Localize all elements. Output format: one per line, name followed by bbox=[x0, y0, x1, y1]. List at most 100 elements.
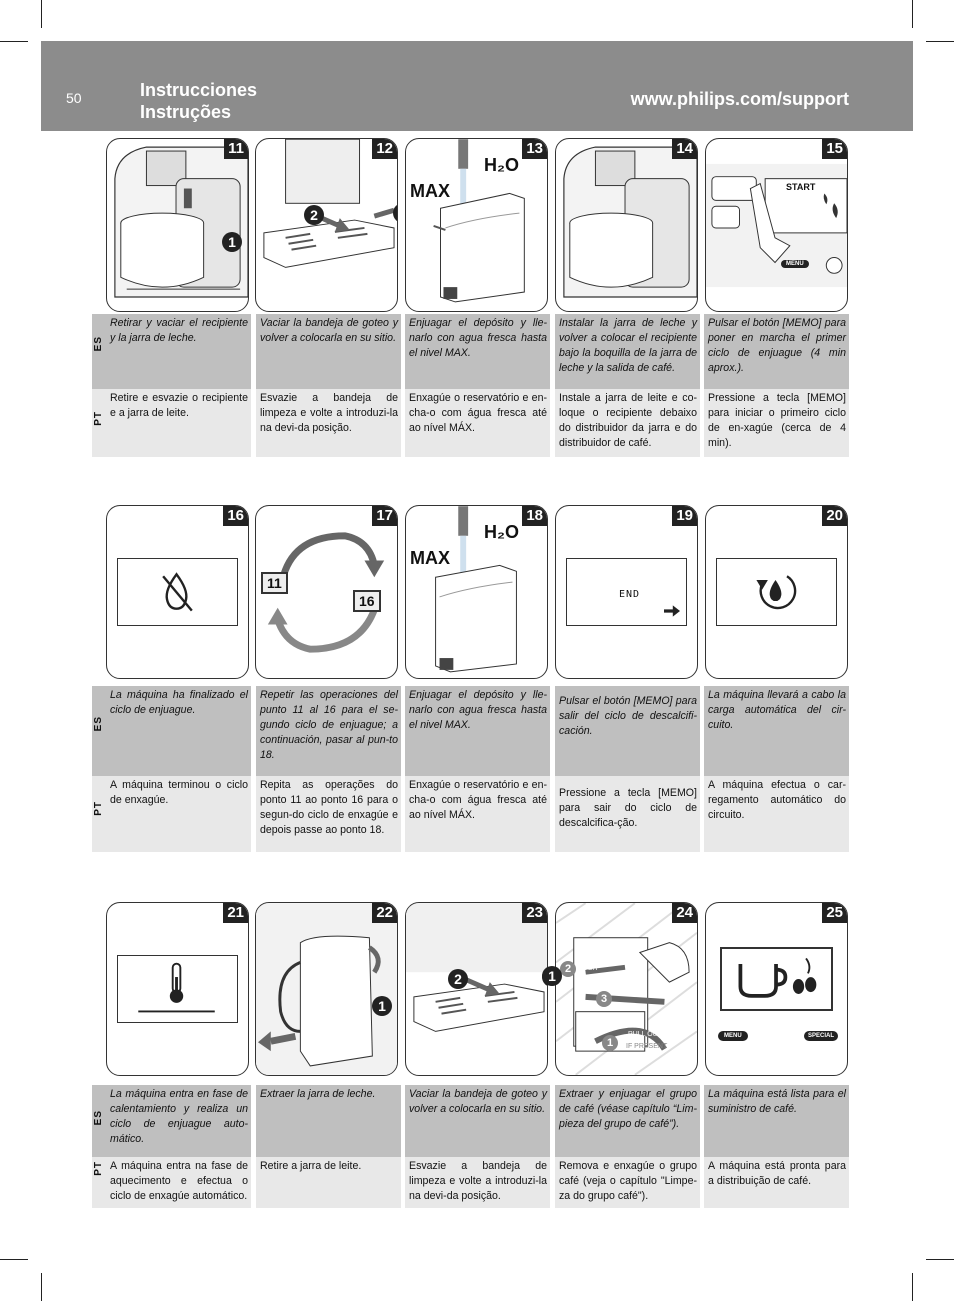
display-screen bbox=[117, 955, 238, 1023]
step-17-pt: Repita as operações do ponto 11 ao ponto… bbox=[256, 776, 401, 852]
callout-1: 1 bbox=[372, 996, 392, 1016]
lang-label-es: ES bbox=[93, 716, 104, 732]
push-label: PUSH bbox=[578, 965, 598, 972]
step-13-pt: Enxagúe o reservatório e en-cha-o com ág… bbox=[405, 389, 550, 457]
display-screen bbox=[716, 558, 837, 626]
step-25-pt: A máquina está pronta para a distribuiçã… bbox=[704, 1157, 849, 1208]
pull-out-label: PULL OUT bbox=[628, 1031, 662, 1038]
step-22-pt: Retire a jarra de leite. bbox=[256, 1157, 401, 1208]
crop-mark bbox=[926, 41, 954, 42]
pull-label: PULL bbox=[622, 989, 640, 996]
callout-3: 3 bbox=[596, 991, 612, 1007]
lang-pt-column: PT bbox=[92, 389, 106, 457]
page-header: 50 Instrucciones Instruções www.philips.… bbox=[41, 41, 913, 131]
step-number: 13 bbox=[522, 139, 547, 159]
callout-2: 2 bbox=[304, 205, 324, 225]
install-milk-jug-illustration bbox=[563, 146, 697, 298]
callout-1: 1 bbox=[602, 1035, 618, 1051]
control-panel-press-illustration bbox=[706, 163, 847, 288]
end-text: END bbox=[619, 589, 641, 600]
step-13-es: Enjuagar el depósito y lle-narlo con agu… bbox=[405, 314, 550, 389]
step-number: 11 bbox=[224, 139, 248, 159]
drip-tray-illustration bbox=[263, 139, 395, 268]
step-18-pt: Enxagúe o reservatório e en-cha-o com ág… bbox=[405, 776, 550, 852]
lang-pt-column: PT bbox=[92, 1157, 106, 1208]
water-tank-filling-illustration bbox=[435, 506, 517, 673]
water-tank-filling-illustration bbox=[433, 139, 525, 303]
display-screen bbox=[117, 558, 238, 626]
lang-pt-column: PT bbox=[92, 776, 106, 852]
drip-tray-illustration bbox=[406, 903, 547, 1032]
callout-2: 2 bbox=[448, 969, 468, 989]
step-12-es: Vaciar la bandeja de goteo y volver a co… bbox=[256, 314, 401, 389]
step-19-pt: Pressione a tecla [MEMO] para sair do ci… bbox=[555, 776, 700, 852]
page-number: 50 bbox=[66, 90, 82, 106]
step-12-pt: Esvazie a bandeja de limpeza e volte a i… bbox=[256, 389, 401, 457]
h2o-label: H₂O bbox=[484, 522, 519, 542]
step-25-es: La máquina está lista para el suministro… bbox=[704, 1085, 849, 1157]
lang-es-column: ES bbox=[92, 314, 106, 389]
step-23-es: Vaciar la bandeja de goteo y volver a co… bbox=[405, 1085, 550, 1157]
title-es: Instrucciones bbox=[140, 80, 258, 100]
crop-mark bbox=[0, 1259, 28, 1260]
step-14-illustration: 14 bbox=[555, 138, 698, 312]
max-label: MAX bbox=[410, 548, 450, 568]
h2o-label: H₂O bbox=[484, 155, 519, 175]
step-15-es: Pulsar el botón [MEMO] para poner en mar… bbox=[704, 314, 849, 389]
step-16-pt: A máquina terminou o ciclo de enxagúe. bbox=[106, 776, 251, 852]
page-title: Instrucciones Instruções bbox=[140, 79, 257, 123]
step-16-es: La máquina ha finalizado el ciclo de enj… bbox=[106, 686, 251, 776]
repeat-cycle-arrows-icon bbox=[267, 532, 385, 653]
step-21-illustration: 21 bbox=[106, 902, 249, 1076]
callout-1: 1 bbox=[393, 203, 397, 223]
loop-end-number: 16 bbox=[353, 590, 381, 612]
step-23-pt: Esvazie a bandeja de limpeza e volte a i… bbox=[405, 1157, 550, 1208]
lang-es-column: ES bbox=[92, 686, 106, 776]
step-14-pt: Instale a jarra de leite e co-loque o re… bbox=[555, 389, 700, 457]
machine-with-container-illustration bbox=[114, 146, 248, 298]
menu-button: MENU bbox=[718, 1031, 748, 1041]
step-18-es: Enjuagar el depósito y lle-narlo con agu… bbox=[405, 686, 550, 776]
crop-mark bbox=[41, 1273, 42, 1301]
step-number: 19 bbox=[672, 506, 697, 526]
step-15-pt: Pressione a tecla [MEMO] para iniciar o … bbox=[704, 389, 849, 457]
display-screen bbox=[720, 947, 833, 1011]
max-label: MAX bbox=[410, 181, 450, 201]
step-21-es: La máquina entra en fase de calentamient… bbox=[106, 1085, 251, 1157]
step-22-es: Extraer la jarra de leche. bbox=[256, 1085, 401, 1157]
step-12-illustration: 2 1 12 bbox=[255, 138, 398, 312]
step-number: 18 bbox=[522, 506, 547, 526]
step-17-illustration: 11 16 17 bbox=[255, 505, 398, 679]
step-21-pt: A máquina entra na fase de aquecimento e… bbox=[106, 1157, 251, 1208]
step-17-es: Repetir las operaciones del punto 11 al … bbox=[256, 686, 401, 776]
step-15-illustration: START MENU 15 bbox=[705, 138, 848, 312]
special-button: SPECIAL bbox=[804, 1031, 839, 1041]
step-11-pt: Retire e esvazie o recipiente e a jarra … bbox=[106, 389, 251, 457]
display-screen: END bbox=[566, 558, 687, 626]
if-present-label: IF PRESENT bbox=[626, 1043, 668, 1050]
step-11-illustration: 11 bbox=[106, 138, 249, 312]
step-number: 20 bbox=[822, 506, 847, 526]
loop-start-number: 11 bbox=[261, 572, 288, 594]
step-20-illustration: 20 bbox=[705, 505, 848, 679]
support-url: www.philips.com/support bbox=[630, 89, 849, 109]
arrow-right-icon bbox=[664, 605, 680, 617]
step-25-illustration: MENU SPECIAL 25 bbox=[705, 902, 848, 1076]
crop-mark bbox=[0, 41, 28, 42]
step-19-es: Pulsar el botón [MEMO] para salir del ci… bbox=[555, 686, 700, 776]
thermometer-icon bbox=[138, 962, 215, 1013]
step-13-illustration: H₂O MAX 13 bbox=[405, 138, 548, 312]
crop-mark bbox=[926, 1259, 954, 1260]
step-number: 16 bbox=[223, 506, 248, 526]
step-23-illustration: 2 1 23 bbox=[405, 902, 548, 1076]
step-number: 23 bbox=[522, 903, 547, 923]
step-number: 22 bbox=[372, 903, 397, 923]
crop-mark bbox=[41, 0, 42, 28]
step-16-illustration: 16 bbox=[106, 505, 249, 679]
step-24-es: Extraer y enjuagar el grupo de café (véa… bbox=[555, 1085, 700, 1157]
step-number: 17 bbox=[372, 506, 397, 526]
title-pt: Instruções bbox=[140, 102, 232, 122]
remove-milk-jug-illustration bbox=[256, 903, 397, 1075]
crop-mark bbox=[912, 1273, 913, 1301]
lang-label-pt: PT bbox=[93, 1161, 104, 1176]
